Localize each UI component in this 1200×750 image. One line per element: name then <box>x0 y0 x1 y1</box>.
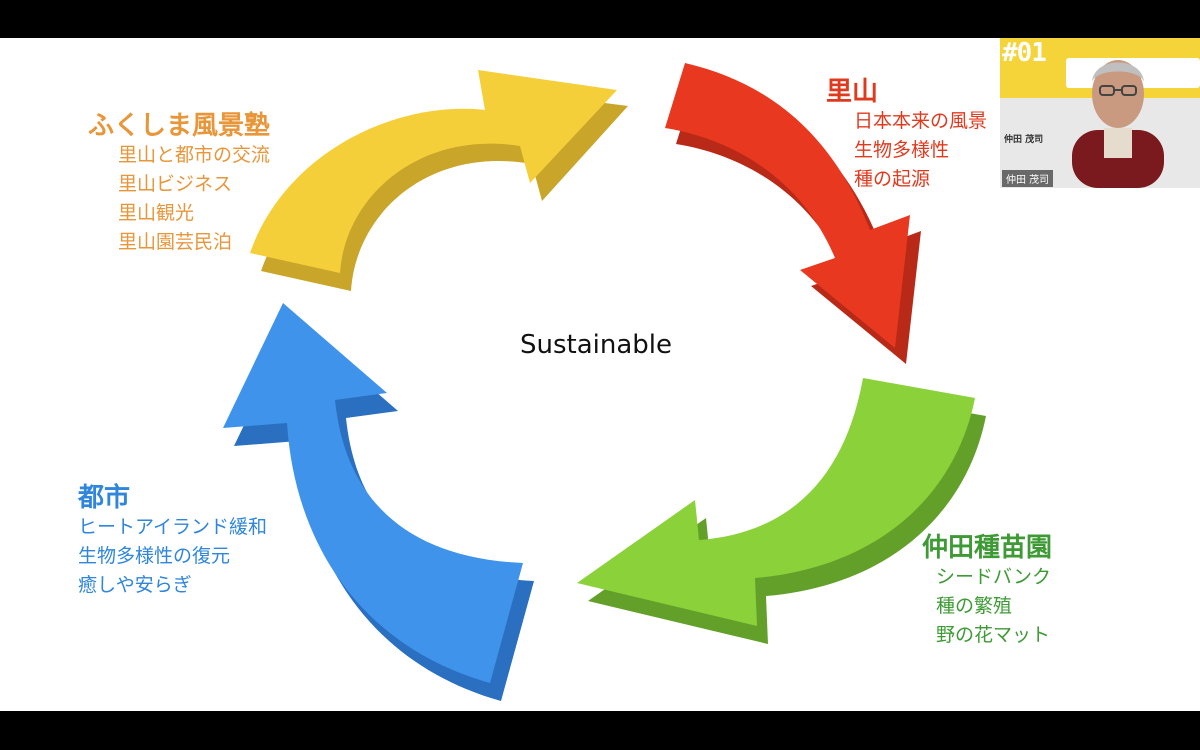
toshi-item: 生物多様性の復元 <box>78 545 231 567</box>
green-arrow <box>577 378 986 644</box>
nakata-item: 野の花マット <box>936 624 1051 646</box>
episode-badge: #01 <box>1002 38 1047 68</box>
satoyama-title: 里山 <box>826 77 879 107</box>
nakata-block: 仲田種苗園 シードバンク 種の繁殖 野の花マット <box>922 534 1052 650</box>
fukushima-item: 里山園芸民泊 <box>118 231 233 253</box>
toshi-item: 癒しや安らぎ <box>78 574 192 596</box>
toshi-title: 都市 <box>78 483 131 513</box>
toshi-block: 都市 ヒートアイランド緩和 生物多様性の復元 癒しや安らぎ <box>78 484 267 600</box>
nakata-item: 種の繁殖 <box>936 595 1013 617</box>
webcam-name-label: 仲田 茂司 <box>1002 170 1054 187</box>
fukushima-item: 里山ビジネス <box>118 173 233 195</box>
nakata-title: 仲田種苗園 <box>922 533 1053 563</box>
nakata-item: シードバンク <box>936 566 1051 588</box>
fukushima-item: 里山と都市の交流 <box>118 144 271 166</box>
cycle-diagram <box>223 63 986 701</box>
slide-canvas: Sustainable ふくしま風景塾 里山と都市の交流 里山ビジネス 里山観光… <box>0 38 1200 711</box>
presenter-avatar <box>1072 60 1164 188</box>
presenter-name: 仲田 茂司 <box>1004 135 1044 145</box>
satoyama-item: 日本本来の風景 <box>854 110 988 132</box>
fukushima-block: ふくしま風景塾 里山と都市の交流 里山ビジネス 里山観光 里山園芸民泊 <box>88 112 270 257</box>
center-label: Sustainable <box>520 330 673 360</box>
satoyama-block: 里山 日本本来の風景 生物多様性 種の起源 <box>826 78 987 194</box>
fukushima-title: ふくしま風景塾 <box>88 111 271 141</box>
satoyama-item: 種の起源 <box>854 168 931 190</box>
presenter-webcam: #01 仲田 茂司 仲田 茂司 <box>1000 38 1200 188</box>
blue-arrow <box>223 303 534 701</box>
red-arrow <box>665 63 921 364</box>
toshi-item: ヒートアイランド緩和 <box>78 516 268 538</box>
fukushima-item: 里山観光 <box>118 202 195 224</box>
satoyama-item: 生物多様性 <box>854 139 950 161</box>
yellow-arrow <box>250 70 628 291</box>
